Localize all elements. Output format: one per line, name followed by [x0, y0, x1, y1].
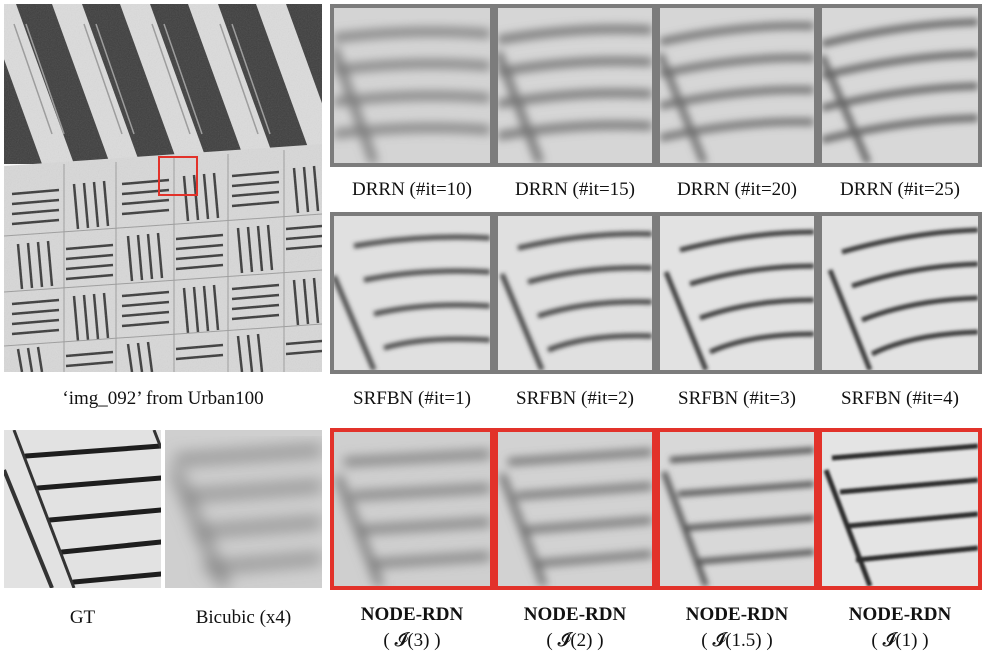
node-rdn-formula-3: ( 𝓘̂(1.5) ) [701, 630, 773, 651]
srfbn-tile-2 [494, 212, 656, 374]
zoom-region-box [158, 156, 198, 196]
drrn-tile-2 [494, 4, 656, 167]
node-rdn-name-1: NODE-RDN [360, 604, 464, 625]
srfbn-tile-1 [330, 212, 494, 374]
node-rdn-formula-2: ( 𝓘̂(2) ) [546, 630, 604, 651]
srfbn-caption-3: SRFBN (#it=3) [678, 388, 796, 409]
bicubic-caption: Bicubic (x4) [195, 607, 292, 628]
srfbn-caption-1: SRFBN (#it=1) [353, 388, 471, 409]
node-rdn-name-3: NODE-RDN [685, 604, 789, 625]
drrn-caption-4: DRRN (#it=25) [840, 179, 960, 200]
drrn-tile-4 [818, 4, 982, 167]
main-image-caption: ‘img_092’ from Urban100 [62, 388, 264, 409]
node-rdn-tile-3 [656, 428, 818, 590]
drrn-tile-3 [656, 4, 818, 167]
node-rdn-name-4: NODE-RDN [848, 604, 952, 625]
main-image [4, 4, 322, 372]
srfbn-tile-3 [656, 212, 818, 374]
node-rdn-formula-1: ( 𝓘̂(3) ) [383, 630, 441, 651]
node-rdn-tile-4 [818, 428, 982, 590]
gt-crop [4, 430, 161, 588]
srfbn-tile-4 [818, 212, 982, 374]
drrn-caption-3: DRRN (#it=20) [677, 179, 797, 200]
node-rdn-formula-4: ( 𝓘̂(1) ) [871, 630, 929, 651]
bicubic-crop [165, 430, 322, 588]
drrn-tile-1 [330, 4, 494, 167]
node-rdn-tile-1 [330, 428, 494, 590]
gt-caption: GT [69, 607, 96, 628]
drrn-caption-1: DRRN (#it=10) [352, 179, 472, 200]
node-rdn-name-2: NODE-RDN [523, 604, 627, 625]
srfbn-caption-2: SRFBN (#it=2) [516, 388, 634, 409]
node-rdn-tile-2 [494, 428, 656, 590]
drrn-caption-2: DRRN (#it=15) [515, 179, 635, 200]
srfbn-caption-4: SRFBN (#it=4) [841, 388, 959, 409]
